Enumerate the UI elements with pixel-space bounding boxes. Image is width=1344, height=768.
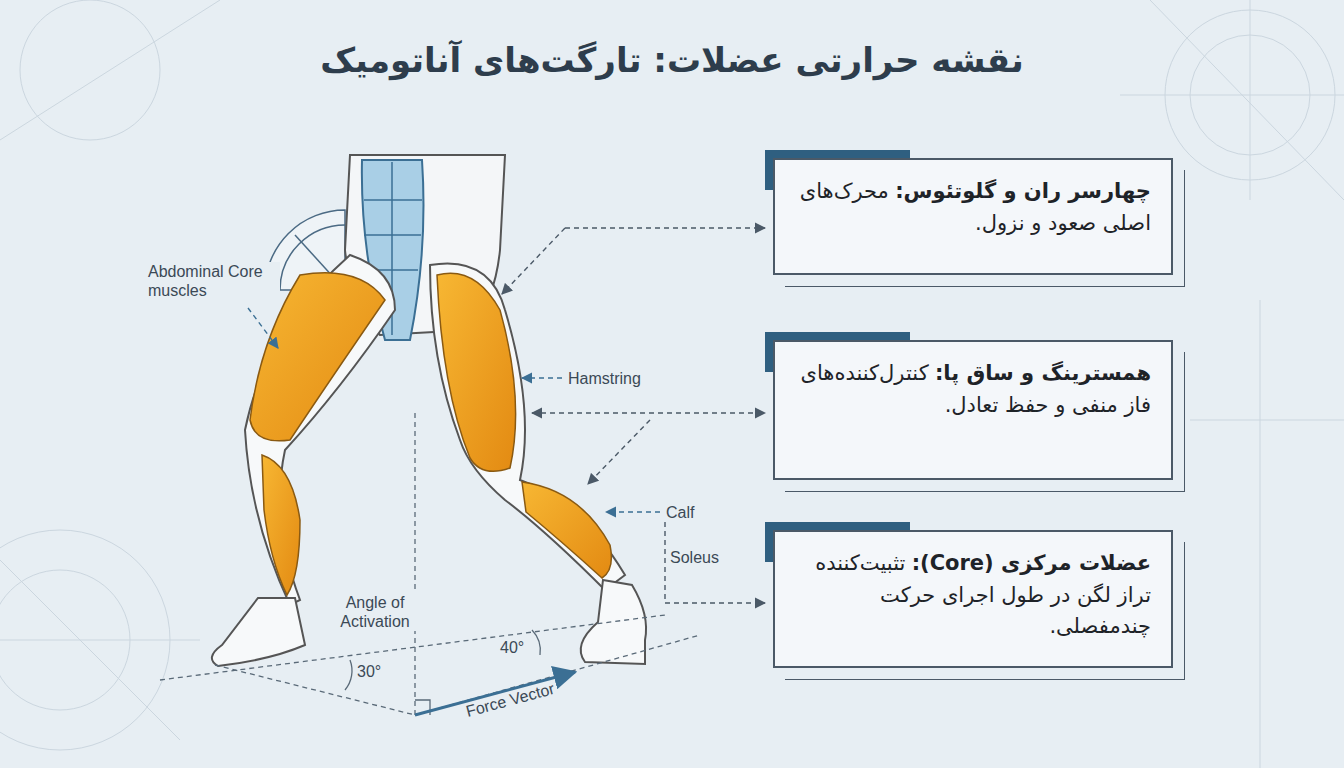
part-label: 40° (498, 638, 526, 657)
part-label: 30° (355, 662, 383, 681)
box-heading: عضلات مرکزی (Core): (912, 551, 1151, 575)
diagram-title: نقشه حرارتی عضلات: تارگت‌های آناتومیک (0, 40, 1344, 80)
box-heading: همسترینگ و ساق پا: (935, 361, 1151, 385)
callout-box: عضلات مرکزی (Core):تثبیت‌کننده تراز لگن … (773, 530, 1173, 668)
box-heading: چهارسر ران و گلوتئوس: (895, 179, 1151, 203)
part-label: Calf (664, 503, 696, 522)
part-label: Abdominal Core muscles (146, 262, 280, 300)
part-label: Force Vector (462, 678, 558, 721)
part-label: Angle of Activation (318, 593, 432, 631)
part-label: Soleus (668, 548, 721, 567)
part-label: Hamstring (566, 369, 643, 388)
callout-box: همسترینگ و ساق پا:کنترل‌کننده‌های فاز من… (773, 340, 1173, 480)
callout-box: چهارسر ران و گلوتئوس:محرک‌های اصلی صعود … (773, 158, 1173, 275)
